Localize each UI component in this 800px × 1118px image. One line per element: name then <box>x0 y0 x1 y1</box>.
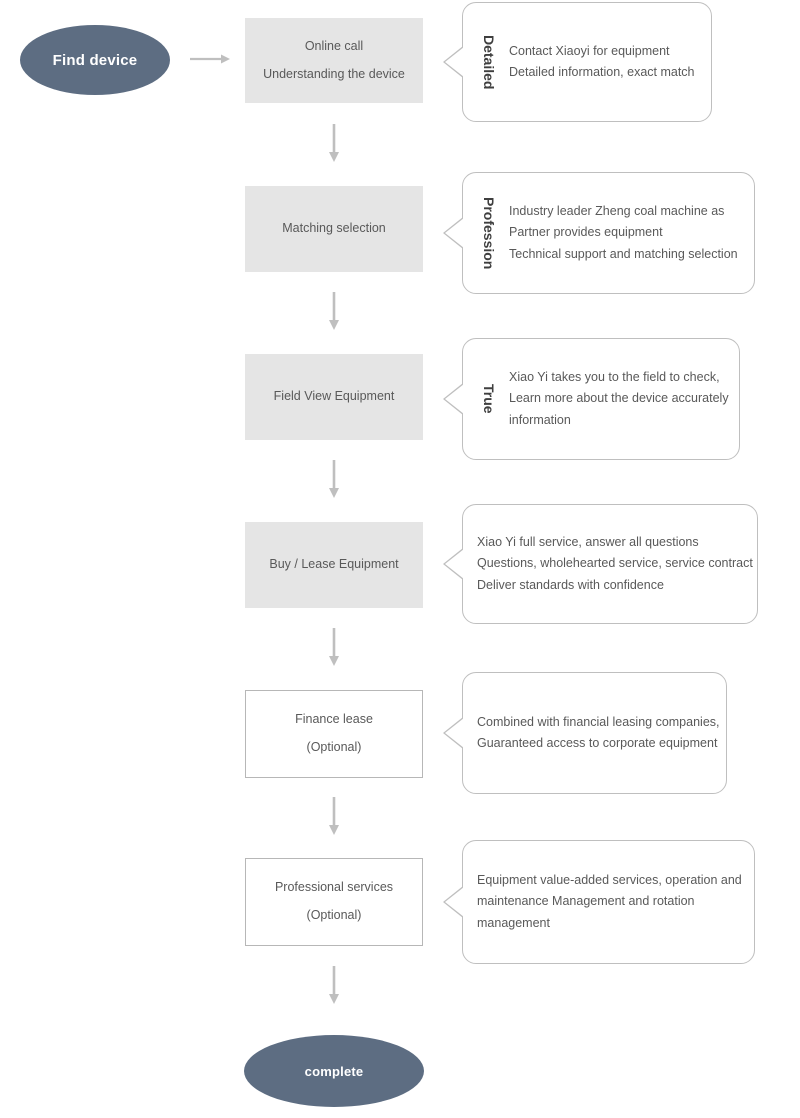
step-box-online-call[interactable]: Online call Understanding the device <box>245 18 423 103</box>
callout-line: Partner provides equipment <box>509 225 663 240</box>
callout-pointer-fill-icon <box>445 887 464 917</box>
callout-line: Contact Xiaoyi for equipment <box>509 43 670 58</box>
step-box-professional-services[interactable]: Professional services (Optional) <box>245 858 423 946</box>
step-line: Understanding the device <box>263 66 405 81</box>
callout-line: Questions, wholehearted service, service… <box>477 556 753 571</box>
arrow-down-icon <box>328 797 340 835</box>
callout-line: information <box>509 412 571 427</box>
step-box-finance-lease[interactable]: Finance lease (Optional) <box>245 690 423 778</box>
callout-text: Xiao Yi takes you to the field to check,… <box>501 367 739 432</box>
arrow-down-icon <box>328 460 340 498</box>
callout-line: Equipment value-added services, operatio… <box>477 872 742 887</box>
start-node-label: Find device <box>52 51 138 69</box>
callout-pointer-fill-icon <box>445 384 464 414</box>
callout-line: Technical support and matching selection <box>509 246 738 261</box>
start-node-find-device[interactable]: Find device <box>20 25 170 95</box>
step-line: Buy / Lease Equipment <box>269 557 399 572</box>
step-line: Finance lease <box>295 712 373 727</box>
step-line: Field View Equipment <box>273 389 395 404</box>
callout-line: Xiao Yi takes you to the field to check, <box>509 369 720 384</box>
callout-vertical-label: Profession <box>481 196 497 270</box>
callout-text: Equipment value-added services, operatio… <box>463 870 752 935</box>
step-box-matching-selection[interactable]: Matching selection <box>245 186 423 272</box>
callout-pointer-fill-icon <box>445 718 464 748</box>
callout-value-added-services: Equipment value-added services, operatio… <box>443 840 755 964</box>
callout-line: Xiao Yi full service, answer all questio… <box>477 534 699 549</box>
step-line: Professional services <box>274 880 394 895</box>
step-line: Matching selection <box>282 221 386 236</box>
end-node-complete[interactable]: complete <box>244 1035 424 1107</box>
callout-line: Industry leader Zheng coal machine as <box>509 203 725 218</box>
arrow-down-icon <box>328 966 340 1004</box>
step-line: Online call <box>304 38 364 53</box>
arrow-right-icon <box>190 52 230 66</box>
callout-line: Guaranteed access to corporate equipment <box>477 736 718 750</box>
step-line: (Optional) <box>306 740 362 754</box>
callout-financial-leasing: Combined with financial leasing companie… <box>443 672 730 794</box>
callout-line: Detailed information, exact match <box>509 65 695 79</box>
arrow-down-icon <box>328 292 340 330</box>
callout-line: Learn more about the device accurately <box>509 391 729 406</box>
step-line: (Optional) <box>306 908 362 922</box>
callout-pointer-fill-icon <box>445 47 464 77</box>
callout-pointer-fill-icon <box>445 218 464 248</box>
arrow-down-icon <box>328 124 340 162</box>
callout-pointer-fill-icon <box>445 549 464 579</box>
end-node-label: complete <box>304 1063 364 1079</box>
callout-true: True Xiao Yi takes you to the field to c… <box>443 338 740 460</box>
callout-text: Combined with financial leasing companie… <box>463 712 730 755</box>
callout-text: Contact Xiaoyi for equipment Detailed in… <box>501 41 705 84</box>
step-box-buy-lease-equipment[interactable]: Buy / Lease Equipment <box>245 522 423 608</box>
step-box-field-view-equipment[interactable]: Field View Equipment <box>245 354 423 440</box>
arrow-down-icon <box>328 628 340 666</box>
callout-profession: Profession Industry leader Zheng coal ma… <box>443 172 755 294</box>
callout-full-service: Xiao Yi full service, answer all questio… <box>443 504 758 624</box>
callout-vertical-label: Detailed <box>481 34 497 90</box>
callout-vertical-label: True <box>481 384 497 414</box>
callout-detailed: Detailed Contact Xiaoyi for equipment De… <box>443 2 712 122</box>
callout-text: Industry leader Zheng coal machine as Pa… <box>501 201 748 266</box>
callout-line: Combined with financial leasing companie… <box>477 714 720 729</box>
callout-text: Xiao Yi full service, answer all questio… <box>463 532 763 597</box>
callout-line: maintenance Management and rotation <box>477 894 695 909</box>
callout-line: Deliver standards with confidence <box>477 577 664 592</box>
callout-line: management <box>477 915 550 930</box>
